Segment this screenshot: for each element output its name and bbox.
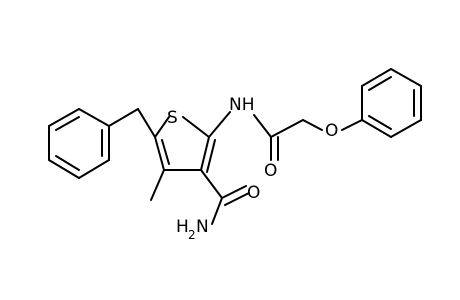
nh2-subscript-label: 2: [188, 228, 196, 242]
amide-carbonyl-o-label: O: [264, 161, 277, 181]
nh2-h-label: H: [176, 217, 189, 237]
thiophene-ring: [154, 116, 216, 173]
benzyl-phenyl-ring: [48, 108, 110, 179]
benzyl-ch2-bond: [108, 108, 156, 138]
amide-linker-bonds: [208, 111, 363, 161]
amine-nh-label: NH: [229, 95, 255, 115]
carboxamide-bonds: [200, 169, 250, 225]
nh2-label: H 2 N: [176, 217, 209, 242]
carboxamide-o-label: O: [247, 183, 260, 203]
sulfur-label: S: [167, 108, 178, 128]
nh2-n-label: N: [196, 217, 209, 237]
phenoxy-phenyl-ring: [361, 68, 422, 138]
methyl-bond: [150, 169, 165, 201]
ether-o-label: O: [325, 121, 338, 141]
